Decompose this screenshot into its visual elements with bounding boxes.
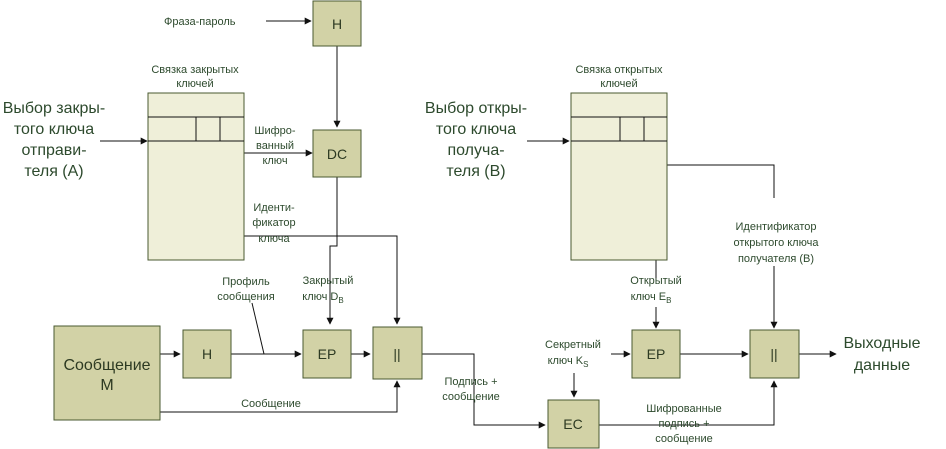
svg-text:ключ DB: ключ DB bbox=[302, 291, 343, 305]
svg-text:Связка закрытых: Связка закрытых bbox=[151, 64, 239, 76]
svg-text:подпись +: подпись + bbox=[658, 418, 709, 430]
svg-text:фикатор: фикатор bbox=[252, 217, 295, 229]
svg-text:EC: EC bbox=[563, 416, 582, 432]
svg-text:Идентификатор: Идентификатор bbox=[736, 221, 817, 233]
svg-text:ванный: ванный bbox=[256, 140, 294, 152]
svg-text:получа-: получа- bbox=[447, 142, 504, 159]
svg-text:ключ EB: ключ EB bbox=[631, 291, 672, 305]
concat-box-left: || bbox=[372, 326, 423, 380]
encrypted-key-label: Шифро- ванный ключ bbox=[254, 125, 296, 167]
svg-text:EP: EP bbox=[647, 346, 666, 362]
svg-text:H: H bbox=[202, 346, 212, 362]
svg-text:Сообщение: Сообщение bbox=[63, 357, 150, 374]
private-ring-title: Связка закрытых ключей bbox=[151, 64, 239, 90]
svg-text:данные: данные bbox=[854, 357, 910, 374]
svg-text:теля (B): теля (B) bbox=[446, 163, 505, 180]
svg-text:DC: DC bbox=[327, 146, 347, 162]
svg-text:Иденти-: Иденти- bbox=[253, 202, 295, 214]
svg-text:открытого ключа: открытого ключа bbox=[734, 237, 820, 249]
svg-text:Открытый: Открытый bbox=[630, 275, 682, 287]
public-key-ring bbox=[570, 92, 668, 261]
signature-message-label: Подпись + сообщение bbox=[442, 376, 500, 403]
svg-text:того ключа: того ключа bbox=[436, 121, 516, 138]
profile-label: Профиль сообщения bbox=[217, 276, 274, 303]
svg-text:Выбор закры-: Выбор закры- bbox=[3, 100, 106, 117]
public-key-label: Открытый ключ EB bbox=[630, 275, 682, 305]
svg-text:Закрытый: Закрытый bbox=[303, 275, 354, 287]
svg-text:ключа: ключа bbox=[258, 233, 290, 245]
public-ring-title: Связка открытых ключей bbox=[575, 64, 663, 90]
svg-text:сообщение: сообщение bbox=[442, 391, 500, 403]
svg-text:ключей: ключей bbox=[600, 78, 637, 90]
encrypted-signature-label: Шифрованные подпись + сообщение bbox=[646, 403, 722, 445]
svg-text:H: H bbox=[332, 16, 342, 32]
svg-text:ключ KS: ключ KS bbox=[548, 355, 589, 369]
private-key-ring bbox=[147, 92, 245, 261]
svg-text:того ключа: того ключа bbox=[14, 121, 94, 138]
decrypt-box: DC bbox=[312, 129, 362, 178]
svg-text:Шифрованные: Шифрованные bbox=[646, 403, 722, 415]
output-label: Выходные данные bbox=[843, 335, 920, 374]
svg-text:ключей: ключей bbox=[176, 78, 213, 90]
message-line-label: Сообщение bbox=[241, 398, 301, 410]
svg-text:сообщение: сообщение bbox=[655, 433, 713, 445]
hash-box-mid: H bbox=[182, 329, 232, 379]
svg-text:отправи-: отправи- bbox=[21, 142, 86, 159]
secret-key-label: Секретный ключ KS bbox=[545, 339, 601, 369]
svg-text:Профиль: Профиль bbox=[222, 276, 270, 288]
select-public-key-label: Выбор откры- того ключа получа- теля (B) bbox=[425, 100, 527, 180]
svg-text:||: || bbox=[393, 346, 400, 362]
svg-text:ключ: ключ bbox=[262, 155, 287, 167]
encrypt-public-box: EP bbox=[631, 329, 681, 379]
svg-text:Выбор откры-: Выбор откры- bbox=[425, 100, 527, 117]
svg-text:Связка открытых: Связка открытых bbox=[575, 64, 663, 76]
select-private-key-label: Выбор закры- того ключа отправи- теля (A… bbox=[3, 100, 106, 180]
svg-text:получателя (B): получателя (B) bbox=[738, 253, 814, 265]
svg-text:||: || bbox=[770, 346, 777, 362]
svg-text:Подпись +: Подпись + bbox=[444, 376, 497, 388]
encrypt-private-box: EP bbox=[302, 329, 352, 379]
recipient-key-id-label: Идентификатор открытого ключа получателя… bbox=[734, 221, 820, 265]
svg-text:Выходные: Выходные bbox=[843, 335, 920, 352]
key-id-label: Иденти- фикатор ключа bbox=[252, 202, 295, 245]
svg-text:теля (A): теля (A) bbox=[24, 163, 83, 180]
hash-box-top: H bbox=[312, 0, 362, 47]
svg-text:сообщения: сообщения bbox=[217, 291, 274, 303]
svg-text:Секретный: Секретный bbox=[545, 339, 601, 351]
message-box: Сообщение M bbox=[53, 325, 161, 421]
svg-text:EP: EP bbox=[318, 346, 337, 362]
concat-box-right: || bbox=[749, 329, 800, 379]
passphrase-label: Фраза-пароль bbox=[164, 16, 236, 28]
private-key-label: Закрытый ключ DB bbox=[302, 275, 353, 305]
svg-text:Шифро-: Шифро- bbox=[254, 125, 296, 137]
svg-text:M: M bbox=[100, 377, 113, 394]
encrypt-conventional-box: EC bbox=[547, 399, 600, 449]
